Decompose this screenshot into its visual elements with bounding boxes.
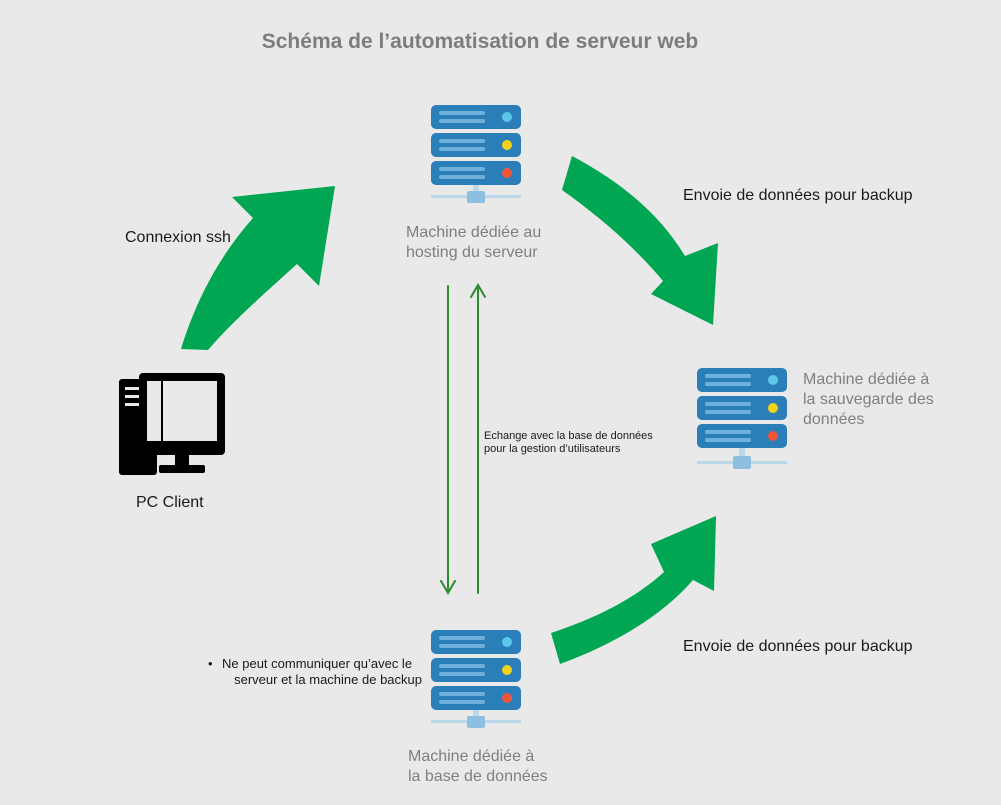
node-label-database-line1: Machine dédiée à [408,748,535,765]
server-icon-database [431,628,521,718]
edge-label-db-exchange: Echange avec la base de données pour la … [484,430,653,456]
node-label-database: Machine dédiée à la base de données [408,747,548,787]
network-stand-icon-hosting [431,185,521,203]
desktop-computer-icon [117,373,227,478]
page-title: Schéma de l’automatisation de serveur we… [261,30,699,53]
node-label-hosting-line1: Machine dédiée au [406,224,542,241]
node-label-hosting-line2: hosting du serveur [406,244,538,261]
server-icon-backup [697,366,787,456]
node-label-database-line2: la base de données [408,768,548,785]
node-label-hosting: Machine dédiée au hosting du serveur [406,223,541,263]
node-label-backup-line3: données [803,411,865,428]
edge-label-db-exchange-line2: pour la gestion d’utilisateurs [484,443,621,455]
network-stand-icon-backup [697,448,787,469]
network-stand-icon-database [431,710,521,728]
arrow-db-exchange [440,283,486,595]
edge-label-db-exchange-line1: Echange avec la base de données [484,430,653,442]
arrow-backup-from-hosting [562,156,718,325]
note-line1: Ne peut communiquer qu’avec le [222,656,413,671]
note-line2: serveur et la machine de backup [234,672,422,687]
note-bullet: • [208,656,213,671]
node-label-backup-line1: Machine dédiée à [803,371,930,388]
server-icon-hosting [431,103,521,193]
arrow-backup-from-database [551,516,716,664]
node-label-backup: Machine dédiée à la sauvegarde des donné… [803,370,934,430]
edge-label-backup-from-hosting: Envoie de données pour backup [683,187,913,204]
edge-label-backup-from-database: Envoie de données pour backup [683,638,913,655]
node-label-backup-line2: la sauvegarde des [803,391,934,408]
note-database: Ne peut communiquer qu’avec le serveur e… [222,656,422,688]
node-label-client: PC Client [136,494,204,511]
arrow-ssh [181,186,335,350]
edge-label-ssh: Connexion ssh [125,229,231,246]
